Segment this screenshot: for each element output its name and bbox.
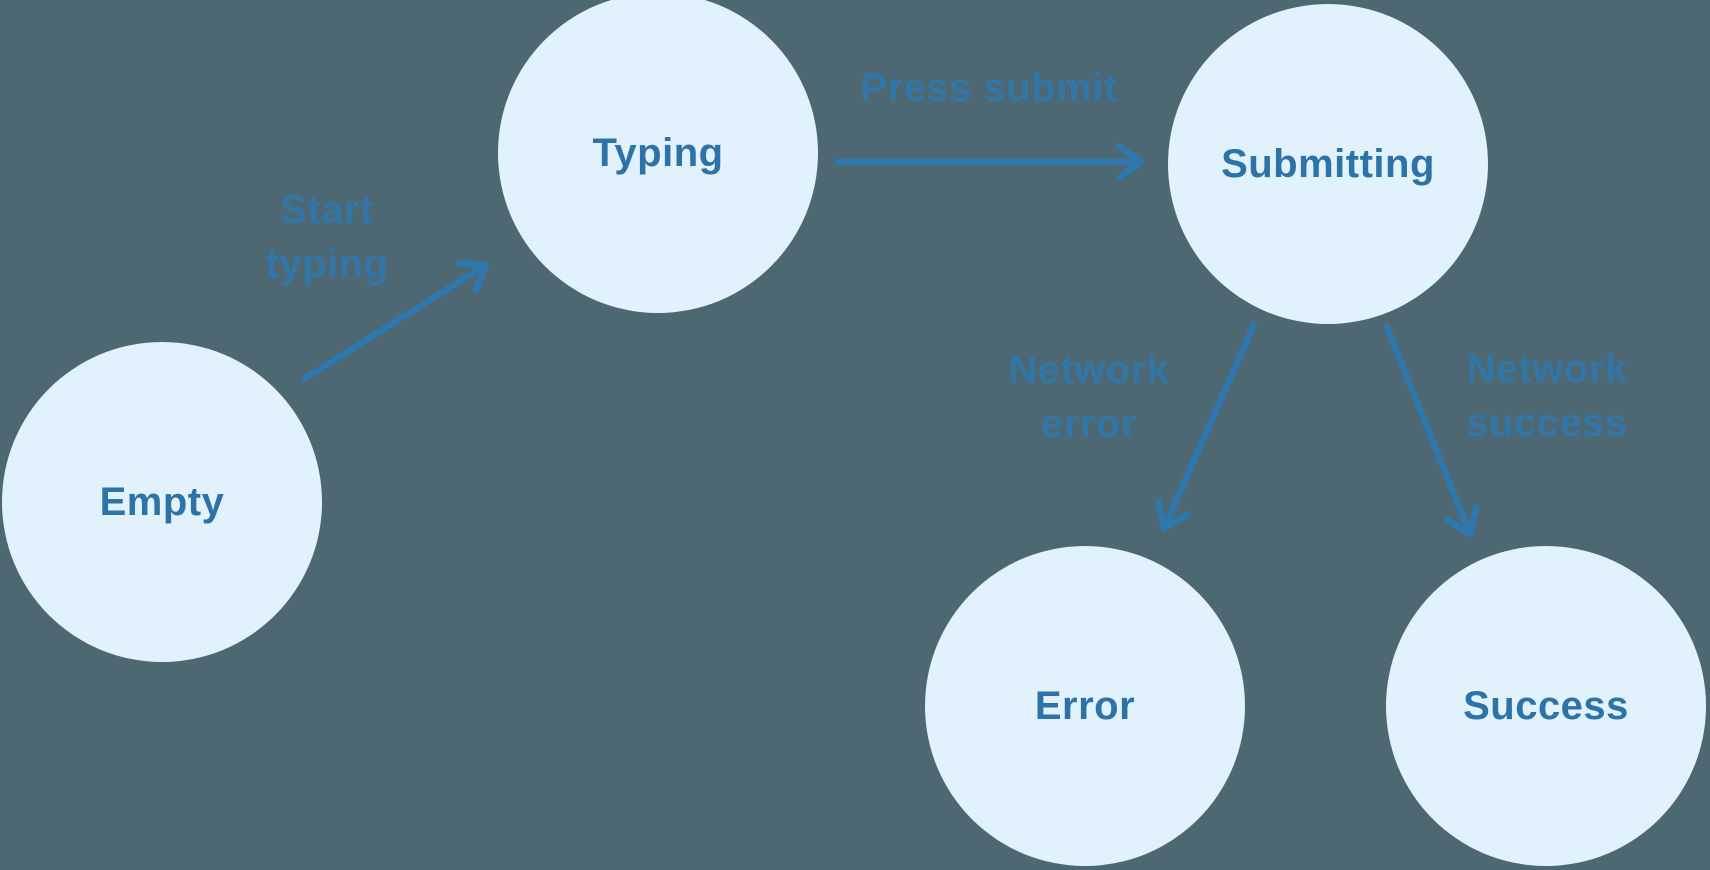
node-success-label: Success xyxy=(1463,683,1629,728)
node-typing: Typing xyxy=(498,0,818,313)
node-empty-label: Empty xyxy=(99,479,225,524)
node-error: Error xyxy=(925,546,1245,866)
edge-empty-to-typing-arrow xyxy=(300,259,490,383)
node-submitting: Submitting xyxy=(1168,4,1488,324)
edge-label-press-submit: Press submit xyxy=(860,66,1118,110)
node-success: Success xyxy=(1386,546,1706,866)
edge-submitting-to-error-arrow xyxy=(1155,321,1258,532)
node-typing-label: Typing xyxy=(592,130,724,175)
node-error-label: Error xyxy=(1034,683,1136,728)
edge-label-network-error: Network error xyxy=(1008,348,1170,446)
node-empty: Empty xyxy=(2,342,322,662)
edge-submitting-to-success-arrow xyxy=(1383,323,1480,538)
node-submitting-label: Submitting xyxy=(1221,141,1435,186)
edge-label-start-typing: Start typing xyxy=(265,188,389,286)
edge-label-network-success: Network success xyxy=(1466,347,1628,445)
